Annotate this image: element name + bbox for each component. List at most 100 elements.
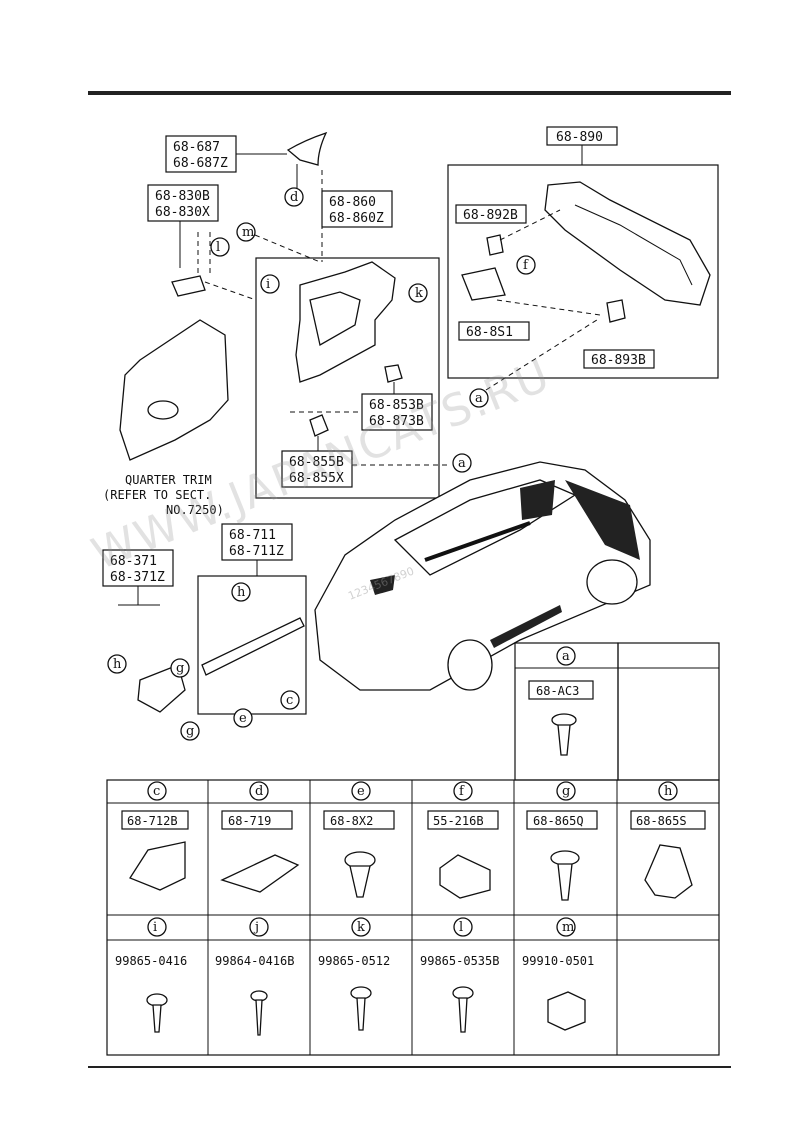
part-68-8s1-shape[interactable] [461, 267, 506, 301]
table-cell-l: l 99865-0535B [420, 917, 499, 1033]
svg-text:99865-0535B: 99865-0535B [420, 954, 499, 968]
svg-text:e: e [357, 784, 365, 799]
screw-99865-0512-icon [350, 986, 372, 1000]
quarter-trim-group: QUARTER TRIM (REFER TO SECT. NO.7250) [103, 319, 229, 517]
top-rule [88, 91, 731, 95]
svg-text:55-216B: 55-216B [433, 814, 484, 828]
clip-68-712b-icon [129, 841, 186, 891]
part-68-855-shape[interactable] [309, 414, 329, 437]
clip-68-719-icon [220, 854, 300, 893]
table-cell-i: i 99865-0416 [115, 917, 187, 1033]
label-68-853b: 68-853B [369, 398, 424, 413]
table-cell-f: f 55-216B [427, 781, 499, 899]
callout-h[interactable] [107, 654, 127, 674]
part-68-893-shape[interactable] [606, 299, 626, 323]
label-68-892b: 68-892B [463, 208, 518, 223]
part-68-890-shape[interactable] [544, 181, 711, 306]
callout-g-bottom[interactable] [180, 721, 200, 741]
label-box-68-687[interactable] [165, 135, 237, 173]
label-68-860z: 68-860Z [329, 211, 384, 226]
clip-68-865s-icon [644, 844, 693, 899]
svg-text:a: a [475, 391, 483, 406]
svg-text:h: h [113, 657, 122, 672]
svg-text:e: e [239, 711, 247, 726]
label-box-68-860[interactable] [321, 190, 393, 228]
part-68-830-shape[interactable] [171, 275, 206, 297]
subassembly-frame-68-711 [197, 575, 307, 715]
label-68-687z: 68-687Z [173, 156, 228, 171]
label-68-893b: 68-893B [591, 353, 646, 368]
label-box-68-853[interactable] [361, 393, 433, 431]
part-68-687-shape[interactable] [286, 131, 328, 166]
svg-text:i: i [266, 277, 270, 292]
screw-99865-0416-icon [146, 993, 168, 1007]
svg-text:68-719: 68-719 [228, 814, 271, 828]
callout-e-top[interactable] [284, 187, 304, 207]
label-box-68-8s1[interactable] [458, 321, 530, 341]
part-68-830-group: 68-830B 68-830X l [147, 184, 230, 297]
svg-text:68-865S: 68-865S [636, 814, 687, 828]
part-68-890-group: 68-890 68-892B f 68-8S1 68-893B a [447, 126, 719, 408]
table-cell-g: g 68-865Q [526, 781, 598, 901]
table-cell-d: d 68-719 [220, 781, 300, 893]
callout-k-top[interactable] [210, 237, 230, 257]
callout-a-top[interactable] [469, 388, 489, 408]
callout-l-top[interactable] [408, 283, 428, 303]
label-box-68-830[interactable] [147, 184, 219, 222]
svg-text:j: j [253, 920, 259, 935]
svg-text:k: k [415, 286, 423, 301]
screw-99865-0535b-icon [452, 986, 474, 1000]
svg-text:d: d [290, 190, 298, 205]
svg-text:l: l [459, 920, 463, 935]
bottom-rule [88, 1066, 731, 1068]
table-cell-j: j 99864-0416B [215, 917, 294, 1036]
svg-text:68-8X2: 68-8X2 [330, 814, 373, 828]
svg-text:68-865Q: 68-865Q [533, 814, 584, 828]
svg-text:h: h [664, 784, 673, 799]
svg-text:f: f [523, 258, 529, 273]
label-box-68-893[interactable] [583, 349, 655, 369]
label-68-687: 68-687 [173, 140, 220, 155]
label-68-371z: 68-371Z [110, 570, 165, 585]
label-68-855x: 68-855X [289, 471, 344, 486]
svg-text:m: m [242, 225, 254, 240]
label-68-855b: 68-855B [289, 455, 344, 470]
callout-m[interactable] [236, 222, 256, 242]
table-callout-a [556, 646, 576, 666]
part-68-711-group: 68-711 68-711Z h c e [197, 523, 307, 728]
svg-text:g: g [186, 724, 194, 739]
callout-j[interactable] [231, 582, 251, 602]
svg-text:i: i [153, 920, 157, 935]
label-box-68-711[interactable] [221, 523, 293, 561]
callout-a-mid[interactable] [452, 453, 472, 473]
part-68-687-group: 68-687 68-687Z d [165, 131, 328, 262]
quarter-trim-refer: (REFER TO SECT. [103, 488, 211, 502]
table-cell-c: c 68-712B [121, 781, 189, 891]
svg-text:c: c [153, 784, 160, 799]
label-box-68-371[interactable] [102, 549, 174, 587]
svg-text:g: g [562, 784, 570, 799]
label-68-890: 68-890 [556, 130, 603, 145]
label-box-68-892[interactable] [455, 204, 527, 224]
label-68-371: 68-371 [110, 554, 157, 569]
fastener-table: a 68-AC3 c 68-712B d 68-719 [106, 642, 720, 1056]
callout-g-top[interactable] [170, 658, 190, 678]
part-68-711-shape[interactable] [201, 617, 305, 676]
callout-d[interactable] [233, 708, 253, 728]
callout-i-top[interactable] [260, 274, 280, 294]
car-illustration [314, 461, 651, 691]
svg-text:99865-0416: 99865-0416 [115, 954, 187, 968]
callout-f-top[interactable] [516, 255, 536, 275]
label-68-711z: 68-711Z [229, 544, 284, 559]
label-box-68-855[interactable] [281, 450, 353, 488]
quarter-trim-shape[interactable] [119, 319, 229, 461]
part-68-853-shape[interactable] [384, 364, 403, 383]
svg-text:m: m [562, 920, 574, 935]
part-68-371-group: 68-371 68-371Z h g g [102, 549, 200, 741]
clip-68-865q-icon [550, 850, 580, 866]
svg-text:99865-0512: 99865-0512 [318, 954, 390, 968]
callout-c[interactable] [280, 690, 300, 710]
part-68-892-shape[interactable] [486, 234, 504, 256]
table-cell-m: m 99910-0501 [522, 917, 594, 1031]
